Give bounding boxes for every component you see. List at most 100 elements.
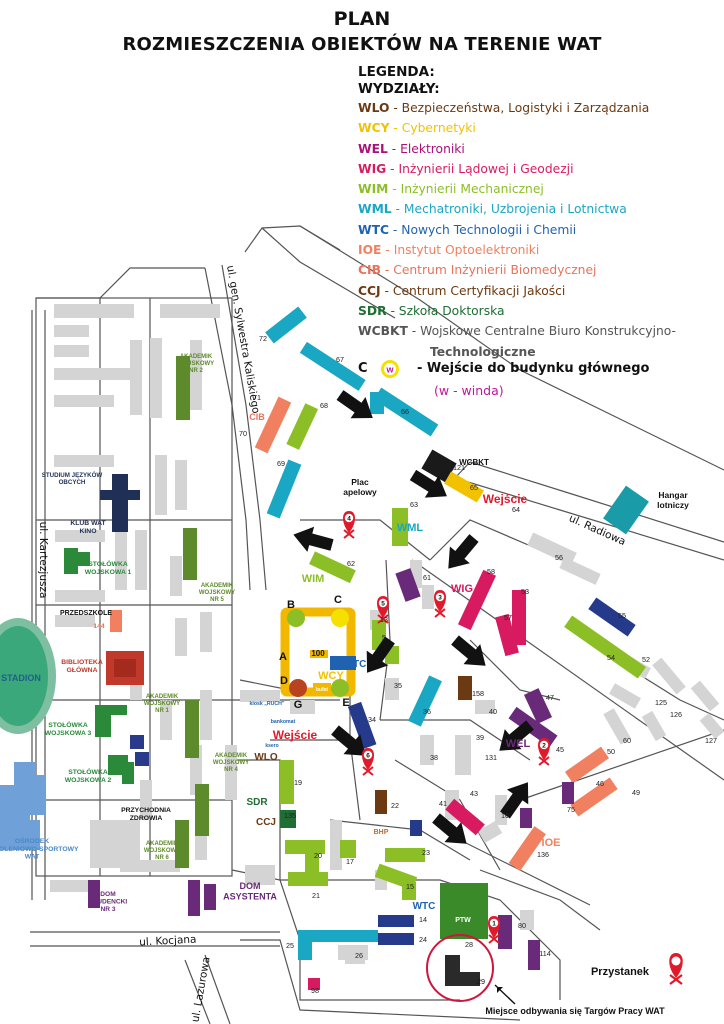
tag-wim: WIM <box>302 573 325 585</box>
tag-ioe: IOE <box>542 837 561 849</box>
legend-item-code: IOE <box>358 243 382 258</box>
legend-item-desc: - Szkoła Doktorska <box>386 303 505 318</box>
building-number-26: 26 <box>355 951 363 960</box>
label-fair-note: Miejsce odbywania się Targów Pracy WAT <box>485 1006 665 1016</box>
legend-item-desc: - Cybernetyki <box>389 121 476 136</box>
label-entrance-gate: Wejście <box>483 492 528 506</box>
street-lazurowa: ul. Lazurowa <box>189 956 212 1023</box>
legend-item-wel: WEL - Elektroniki <box>358 139 676 159</box>
building-number-70: 70 <box>239 429 247 438</box>
building-number-75: 75 <box>567 805 575 814</box>
bus-stop-pin-2: 2 <box>538 738 550 766</box>
building-number-72: 72 <box>259 334 267 343</box>
building-number-29: 29 <box>477 977 485 986</box>
building-number-23: 23 <box>422 848 430 857</box>
legend-item-desc: - Centrum Inżynierii Biomedycznej <box>380 263 597 278</box>
bus-stop-pins: 1 23 4 56 <box>343 511 683 985</box>
entrance-badge-icon: w <box>381 360 399 378</box>
building-number-58: 58 <box>487 567 495 576</box>
legend-item-wml: WML - Mechatroniki, Uzbrojenia i Lotnict… <box>358 199 676 219</box>
building-number-57: 57 <box>504 613 512 622</box>
building-number-56: 56 <box>555 553 563 562</box>
building-number-19: 19 <box>294 778 302 787</box>
building-number-43: 43 <box>470 789 478 798</box>
legend-item-desc: - Nowych Technologii i Chemii <box>388 222 577 237</box>
label-144: 144 <box>93 623 105 630</box>
legend-item-code: WEL <box>358 141 388 156</box>
label-bhp: BHP <box>374 829 389 836</box>
tag-wel: WEL <box>506 738 531 750</box>
bus-stop-pin-4: 4 <box>343 511 355 539</box>
legend-item-code: CIB <box>358 263 381 278</box>
legend-heading: LEGENDA: <box>358 64 435 80</box>
tag-wig: WIG <box>451 583 473 595</box>
building-number-17: 17 <box>346 857 354 866</box>
legend-winda: (w - winda) <box>434 383 504 398</box>
tag-wcbkt: WCBKT <box>459 458 489 467</box>
street-kocjana: ul. Kocjana <box>139 934 197 949</box>
building-number-10: 10 <box>501 811 509 820</box>
legend-entrance: C w - Wejście do budynku głównego <box>358 360 649 378</box>
tag-wcy: WCY <box>318 670 344 682</box>
label-bankomat: bankomat <box>271 719 296 725</box>
building-number-66: 66 <box>401 407 409 416</box>
legend-item-desc: - Inżynierii Mechanicznej <box>388 182 544 197</box>
stadium <box>0 618 56 734</box>
label-building-100: 100 <box>311 649 325 658</box>
building-number-38: 38 <box>430 753 438 762</box>
bus-stop-number: 1 <box>492 921 496 928</box>
building-number-21: 21 <box>312 891 320 900</box>
label-entrance-a: A <box>279 651 287 663</box>
legend-item-code: CCJ <box>358 283 381 298</box>
building-number-131: 131 <box>485 753 497 762</box>
main-building-100 <box>280 607 356 697</box>
legend-item-desc: - Centrum Certyfikacji Jakości <box>380 283 566 298</box>
building-number-63: 63 <box>410 500 418 509</box>
building-number-80: 80 <box>518 921 526 930</box>
bus-stop-pin-1: 1 <box>488 916 500 944</box>
tag-ccj: CCJ <box>256 817 276 828</box>
building-number-50: 50 <box>607 747 615 756</box>
legend-item-code: WCBKT <box>358 324 408 339</box>
colored-buildings <box>0 306 649 990</box>
building-number-135: 135 <box>284 811 296 820</box>
building-number-71: 71 <box>253 393 261 402</box>
building-number-136: 136 <box>537 850 549 859</box>
legend-item-code: WLO <box>358 101 390 115</box>
legend-item-wtc: WTC - Nowych Technologii i Chemii <box>358 220 676 240</box>
label-kiosk: kiosk „RUCH” <box>250 701 285 707</box>
building-number-13: 13 <box>380 615 388 624</box>
bus-stop-pin-6: 6 <box>362 748 374 776</box>
legend-wcbkt-line2: Technologiczne <box>430 344 536 359</box>
building-number-98: 98 <box>311 986 319 995</box>
building-number-14: 14 <box>419 915 427 924</box>
legend-item-desc: - Wojskowe Centralne Biuro Konstrukcyjno… <box>407 324 676 339</box>
bus-stop-number: 6 <box>366 753 370 760</box>
label-przedszkole: PRZEDSZKOLE <box>60 610 112 617</box>
building-number-52: 52 <box>642 655 650 664</box>
building-number-67: 67 <box>336 355 344 364</box>
legend-subheading: WYDZIAŁY: <box>358 81 440 97</box>
building-number-40: 40 <box>489 707 497 716</box>
building-number-25: 25 <box>286 941 294 950</box>
legend-item-desc: - Instytut Optoelektroniki <box>381 243 540 258</box>
building-number-61: 61 <box>423 573 431 582</box>
legend-item-ccj: CCJ - Centrum Certyfikacji Jakości <box>358 281 676 301</box>
building-number-53: 53 <box>521 587 529 596</box>
street-kartezjusza: ul. Kartezjusza <box>37 522 49 599</box>
legend-item-wcy: WCY - Cybernetyki <box>358 118 676 138</box>
tag-wlo: WLO <box>254 752 278 763</box>
legend-item-cib: CIB - Centrum Inżynierii Biomedycznej <box>358 260 676 280</box>
building-number-65: 65 <box>470 483 478 492</box>
legend-item-desc: - Bezpieczeństwa, Logistyki i Zarządzani… <box>389 101 650 115</box>
